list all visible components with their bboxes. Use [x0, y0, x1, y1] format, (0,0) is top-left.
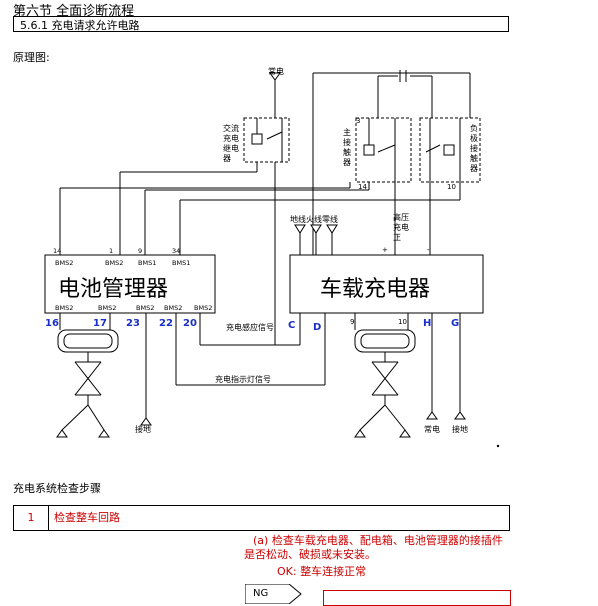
- wiring-diagram: 常电 交流 充电 继电 器 主 接 触 器 负 极 接 触 器 地线火线零线 高…: [44, 66, 500, 448]
- charger-pin-10: 10: [398, 318, 407, 326]
- section-title: 5.6.1 充电请求允许电路: [20, 19, 140, 32]
- charger-pin-9: 9: [350, 318, 354, 326]
- neg-contactor-label-5: 器: [470, 164, 478, 173]
- step-row-1: 1 检查整车回路: [13, 505, 510, 531]
- neg-contactor-label-4: 触: [470, 153, 478, 163]
- hv-charge-label-2: 充电: [393, 222, 409, 232]
- step-text: 检查整车回路: [54, 511, 120, 524]
- bms-top-conn-4: BMS1: [172, 259, 190, 267]
- bms-bottom-conn-4: BMS2: [164, 304, 182, 312]
- charger-pin-h: H: [423, 318, 431, 329]
- pin-3: 3: [356, 117, 360, 125]
- charger-pin-d: D: [313, 322, 321, 333]
- bms-top-pin-14: 14: [53, 247, 61, 255]
- ground-right-label: 接地: [452, 424, 468, 434]
- schematic-label: 原理图:: [13, 51, 50, 64]
- ok-result: OK: 整车连接正常: [277, 565, 367, 578]
- bms-top-pin-9: 9: [138, 247, 142, 255]
- ng-label: NG: [253, 588, 269, 599]
- bms-pin-17: 17: [93, 318, 107, 329]
- chapter-title: 第六节 全面诊断流程: [13, 4, 135, 19]
- bms-pin-23: 23: [126, 318, 140, 329]
- pin-14-contactor: 14: [358, 183, 367, 191]
- neg-contactor-label-3: 接: [470, 143, 478, 153]
- steps-title: 充电系统检查步骤: [13, 482, 101, 495]
- charge-indicator-signal-label: 充电指示灯信号: [215, 374, 271, 384]
- power-bottom-label: 常电: [424, 424, 440, 434]
- check-note-a: (a) 检查车载充电器、配电箱、电池管理器的接插件: [253, 534, 503, 547]
- bms-pin-22: 22: [159, 318, 173, 329]
- bms-top-conn-2: BMS2: [105, 259, 123, 267]
- charger-pin-c: C: [288, 320, 295, 331]
- section-header-box: 5.6.1 充电请求允许电路: [13, 16, 509, 32]
- ac-relay-label-3: 继电: [223, 143, 239, 153]
- charge-sense-signal-label: 充电感应信号: [226, 322, 274, 332]
- pin-10-contactor: 10: [447, 183, 456, 191]
- onboard-charger-label: 车载充电器: [320, 277, 430, 302]
- bms-pin-16: 16: [45, 318, 59, 329]
- ac-lines-label: 地线火线零线: [290, 214, 338, 224]
- main-contactor-label-4: 器: [343, 158, 351, 167]
- bms-pin-20: 20: [183, 318, 197, 329]
- minus-sign: -: [427, 246, 430, 254]
- neg-contactor-label-2: 极: [470, 133, 478, 143]
- ground-left-label: 接地: [135, 424, 151, 434]
- neg-contactor-label-1: 负: [470, 123, 478, 133]
- bms-bottom-conn-3: BMS2: [136, 304, 154, 312]
- bms-bottom-conn-5: BMS2: [194, 304, 212, 312]
- battery-management-label: 电池管理器: [58, 277, 168, 302]
- ac-relay-label-1: 交流: [223, 123, 239, 133]
- bms-bottom-conn-2: BMS2: [98, 304, 116, 312]
- main-contactor-label-3: 触: [343, 147, 351, 157]
- plus-sign: +: [382, 246, 388, 254]
- bms-top-conn-3: BMS1: [138, 259, 156, 267]
- main-contactor-label-2: 接: [343, 137, 351, 147]
- ng-arrow: [245, 584, 302, 604]
- bms-top-conn-1: BMS2: [55, 259, 73, 267]
- bms-top-pin-1: 1: [109, 247, 113, 255]
- bms-top-pin-34: 34: [172, 247, 180, 255]
- hv-charge-label-3: 正: [393, 233, 401, 242]
- power-top-label: 常电: [268, 66, 284, 76]
- main-contactor-label-1: 主: [343, 127, 351, 137]
- ac-relay-label-2: 充电: [223, 133, 239, 143]
- check-note-b: 是否松动、破损或未安装。: [244, 548, 376, 561]
- charger-pin-g: G: [451, 318, 459, 329]
- step-number: 1: [14, 506, 49, 530]
- bms-bottom-conn-1: BMS2: [55, 304, 73, 312]
- hv-charge-label-1: 高压: [393, 212, 409, 222]
- ac-relay-label-4: 器: [223, 154, 231, 163]
- ng-result-box: [323, 590, 511, 606]
